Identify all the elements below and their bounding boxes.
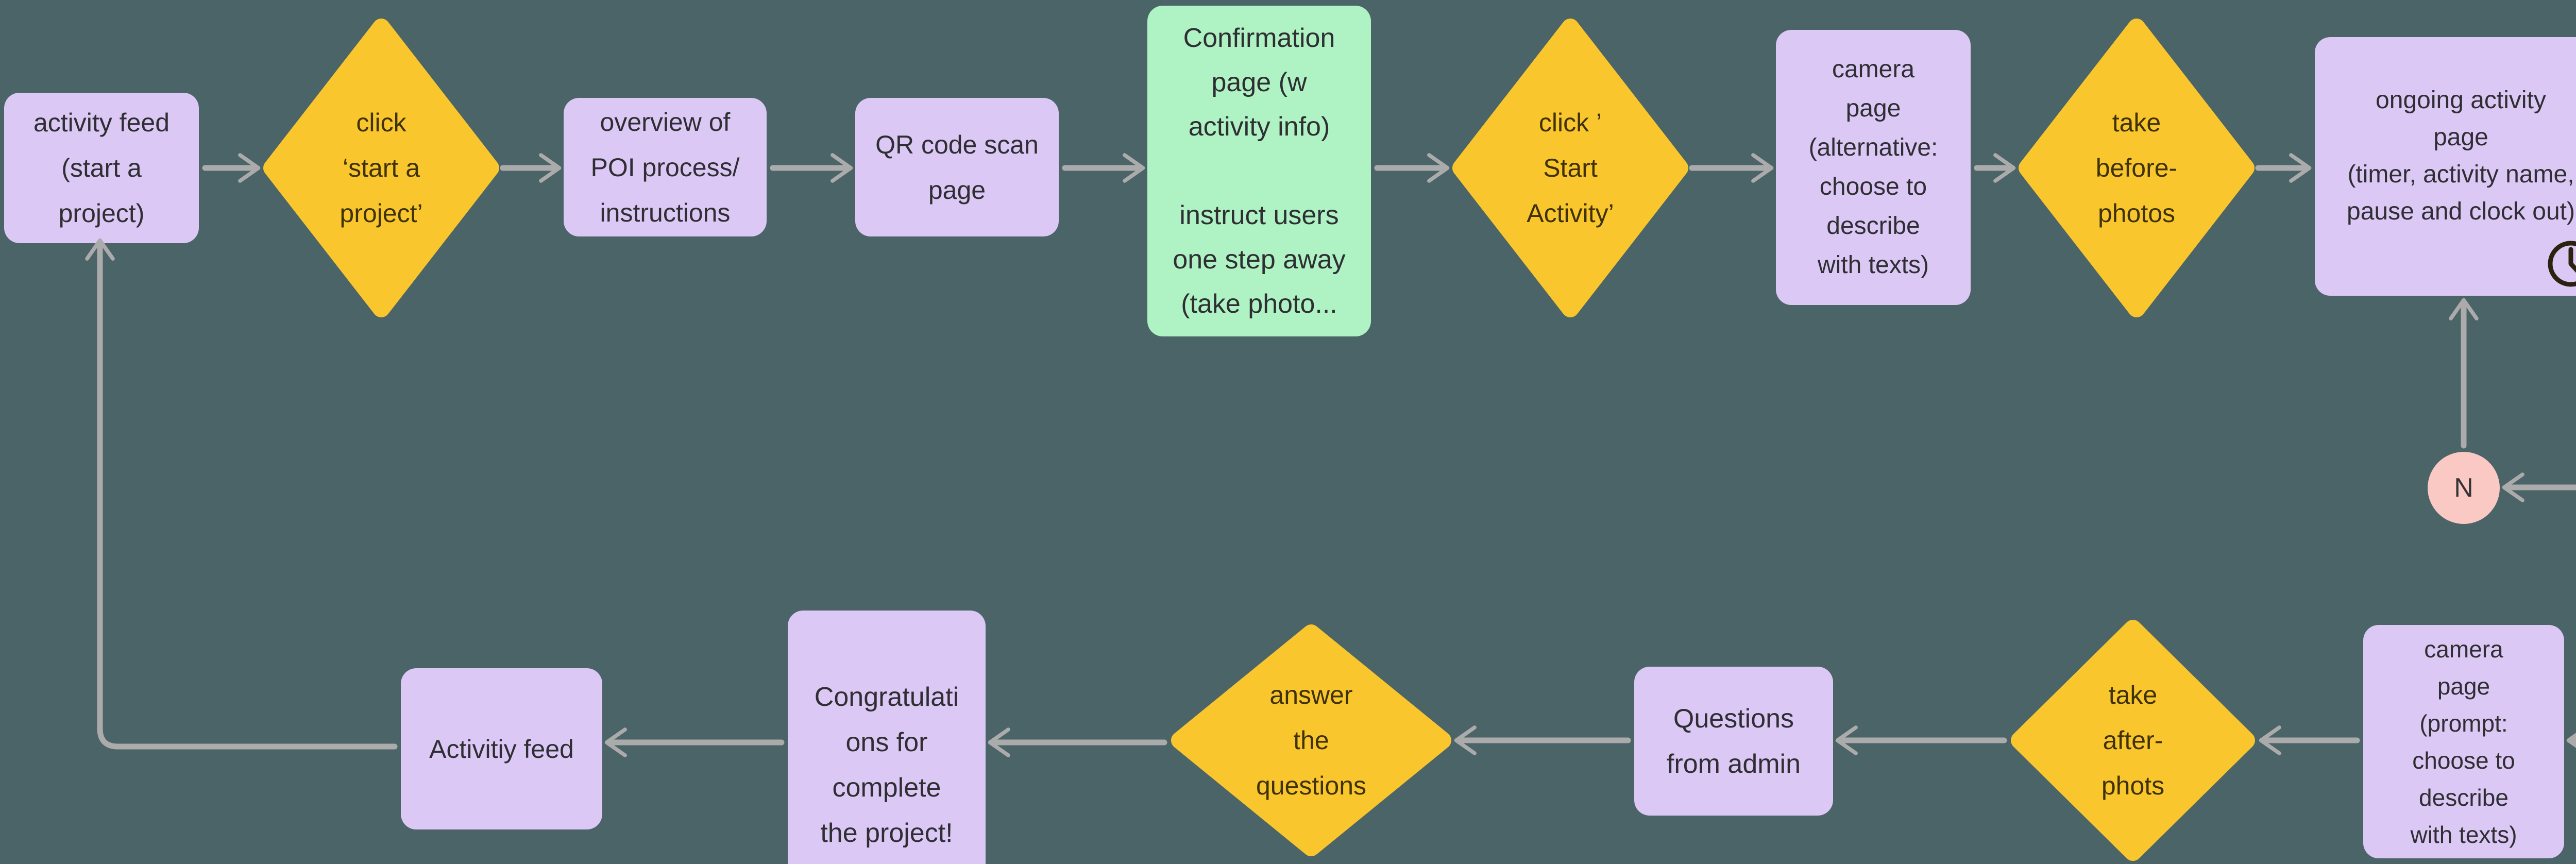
diamond-answer-questions[interactable] bbox=[1171, 624, 1451, 856]
label-click-start-activity: click ’ Start Activity’ bbox=[1527, 108, 1614, 228]
diamond-take-after-phots[interactable] bbox=[2011, 620, 2255, 861]
node-qr-scan[interactable]: QR code scan page bbox=[855, 98, 1059, 236]
node-overview-poi[interactable]: overview of POI process/ instructions bbox=[564, 98, 767, 236]
node-camera-alternative[interactable]: camera page (alternative: choose to desc… bbox=[1776, 30, 1971, 305]
node-activity-feed-start[interactable]: activity feed (start a project) bbox=[4, 93, 199, 243]
node-confirmation[interactable]: Confirmation page (w activity info) inst… bbox=[1147, 6, 1371, 336]
label-take-after-phots: take after- phots bbox=[2101, 681, 2165, 800]
node-camera-prompt[interactable]: camera page (prompt: choose to describe … bbox=[2363, 625, 2564, 858]
node-activity-feed-end[interactable]: Activitiy feed bbox=[401, 668, 602, 829]
label-take-before-photos: take before- photos bbox=[2095, 108, 2178, 228]
label-click-start-project: click ‘start a project’ bbox=[340, 108, 423, 228]
label-n-marker: N bbox=[2454, 473, 2473, 503]
diamond-click-start-project[interactable] bbox=[263, 19, 499, 317]
connector-feed-loop-to-start[interactable] bbox=[85, 238, 398, 750]
diamond-click-start-activity[interactable] bbox=[1452, 19, 1688, 317]
node-ongoing-activity[interactable]: ongoing activity page (timer, activity n… bbox=[2315, 37, 2576, 296]
diamond-take-before-photos[interactable] bbox=[2019, 19, 2255, 317]
label-answer-questions: answer the questions bbox=[1256, 681, 1367, 800]
circle-n-marker[interactable] bbox=[2428, 452, 2500, 524]
node-congratulations[interactable]: Congratulati ons for complete the projec… bbox=[788, 611, 986, 864]
node-questions-admin[interactable]: Questions from admin bbox=[1634, 667, 1833, 816]
clock-icon[interactable] bbox=[2548, 241, 2576, 287]
